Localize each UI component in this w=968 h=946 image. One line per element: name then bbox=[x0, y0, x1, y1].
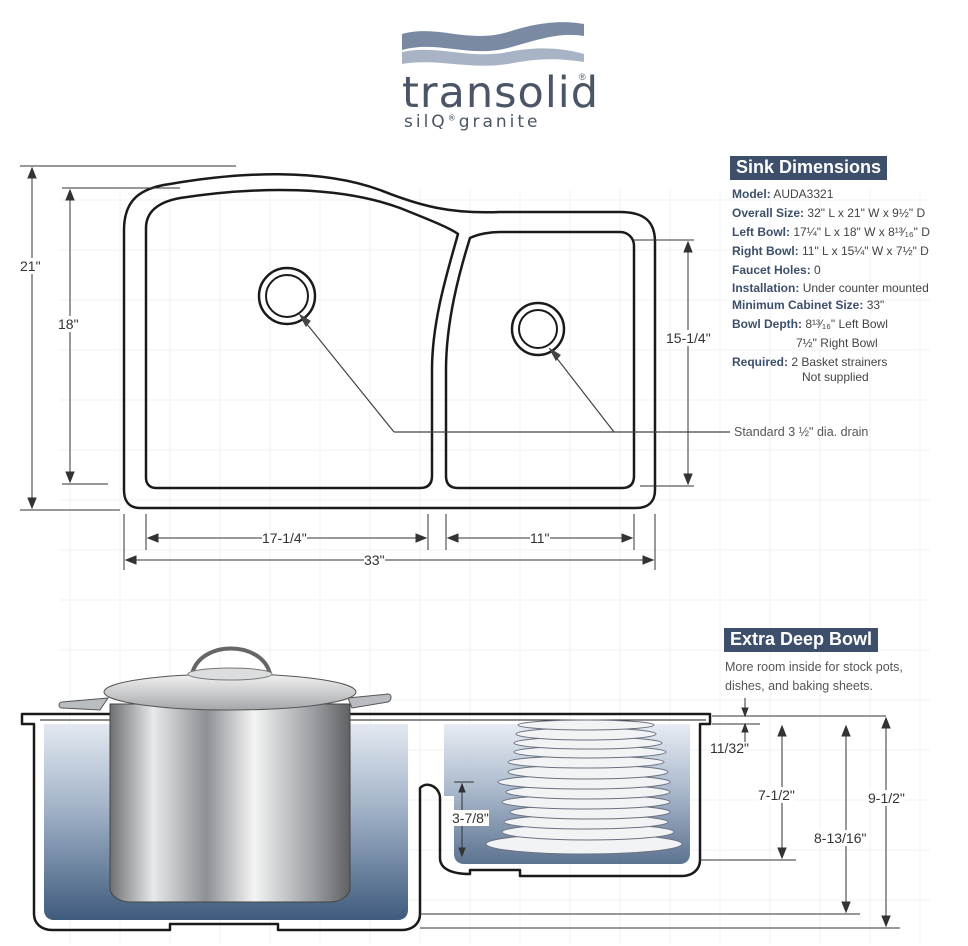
right-bowl-width-label: 15-1/4" bbox=[666, 330, 711, 346]
sink-side-view bbox=[20, 646, 900, 932]
step-height-label: 3-7/8" bbox=[452, 810, 489, 826]
brand-subline-rest: granite bbox=[458, 112, 541, 132]
spec-row: Not supplied bbox=[802, 370, 869, 384]
overall-length-label: 33" bbox=[364, 552, 385, 568]
left-bowl-outline bbox=[144, 188, 460, 490]
spec-row: Minimum Cabinet Size: 33" bbox=[732, 298, 884, 312]
left-depth-label: 8-13/16" bbox=[814, 830, 867, 846]
spec-label: Model: bbox=[732, 187, 771, 201]
sink-outer-outline bbox=[122, 173, 657, 510]
spec-value: 8¹³⁄₁₆" Left Bowl bbox=[805, 317, 888, 331]
spec-value: 32" L x 21" W x 9½" D bbox=[807, 206, 926, 220]
spec-label: Left Bowl: bbox=[732, 225, 790, 239]
spec-label: Faucet Holes: bbox=[732, 263, 811, 277]
spec-label: Bowl Depth: bbox=[732, 317, 802, 331]
plates-stack-image bbox=[485, 719, 683, 855]
spec-value: Under counter mounted bbox=[802, 281, 929, 295]
spec-label: Required: bbox=[732, 355, 789, 369]
spec-row: Right Bowl: 11" L x 15¼" W x 7½" D bbox=[732, 244, 929, 258]
spec-value: 33" bbox=[866, 298, 885, 312]
spec-row: Model: AUDA3321 bbox=[732, 187, 833, 201]
deep-bowl-description-line1: More room inside for stock pots, bbox=[725, 660, 903, 674]
spec-label: Right Bowl: bbox=[732, 244, 799, 258]
spec-row: 7½" Right Bowl bbox=[796, 336, 878, 350]
stock-pot-image bbox=[58, 646, 392, 903]
spec-row: Overall Size: 32" L x 21" W x 9½" D bbox=[732, 206, 925, 220]
brand-subline-name: silQ bbox=[404, 112, 448, 132]
spec-value: 17¼" L x 18" W x 8¹³⁄₁₆" D bbox=[793, 225, 930, 239]
extra-deep-bowl-heading: Extra Deep Bowl bbox=[724, 628, 879, 652]
spec-row: Required: 2 Basket strainers bbox=[732, 355, 887, 369]
spec-row: Bowl Depth: 8¹³⁄₁₆" Left Bowl bbox=[732, 317, 888, 331]
side-view-outline bbox=[20, 712, 712, 932]
sink-dimensions-heading: Sink Dimensions bbox=[730, 156, 888, 180]
right-bowl-outline bbox=[444, 230, 636, 490]
spec-value: 11" L x 15¼" W x 7½" D bbox=[802, 244, 929, 258]
spec-value: AUDA3321 bbox=[773, 187, 834, 201]
spec-value: 2 Basket strainers bbox=[791, 355, 888, 369]
spec-label: Minimum Cabinet Size: bbox=[732, 298, 864, 312]
right-drain-icon bbox=[510, 301, 566, 357]
brand-subline: silQ®granite bbox=[404, 112, 541, 132]
drain-callout-label: Standard 3 ½" dia. drain bbox=[734, 425, 869, 439]
left-bowl-width-label: 18" bbox=[58, 316, 79, 332]
spec-row: Faucet Holes: 0 bbox=[732, 263, 821, 277]
right-depth-label: 7-1/2" bbox=[758, 787, 795, 803]
deep-bowl-description-line2: dishes, and baking sheets. bbox=[725, 679, 874, 693]
left-drain-icon bbox=[257, 266, 317, 326]
spec-value: 7½" Right Bowl bbox=[796, 336, 878, 350]
spec-label: Installation: bbox=[732, 281, 800, 295]
left-bowl-length-label: 17-1/4" bbox=[262, 530, 307, 546]
logo-wave-icon bbox=[402, 22, 584, 66]
rim-thickness-label: 11/32" bbox=[710, 740, 749, 756]
overall-width-label: 21" bbox=[20, 258, 41, 274]
spec-label: Overall Size: bbox=[732, 206, 805, 220]
spec-row: Installation: Under counter mounted bbox=[732, 281, 929, 295]
brand-name: transolid bbox=[402, 68, 600, 118]
spec-value: Not supplied bbox=[802, 370, 869, 384]
spec-value: 0 bbox=[814, 263, 821, 277]
right-bowl-length-label: 11" bbox=[530, 530, 550, 546]
spec-row: Left Bowl: 17¼" L x 18" W x 8¹³⁄₁₆" D bbox=[732, 225, 930, 239]
brand-registered-mark: ® bbox=[579, 72, 586, 82]
brand-subline-mark: ® bbox=[447, 113, 459, 123]
overall-depth-label: 9-1/2" bbox=[868, 790, 905, 806]
sink-top-view bbox=[20, 165, 730, 570]
